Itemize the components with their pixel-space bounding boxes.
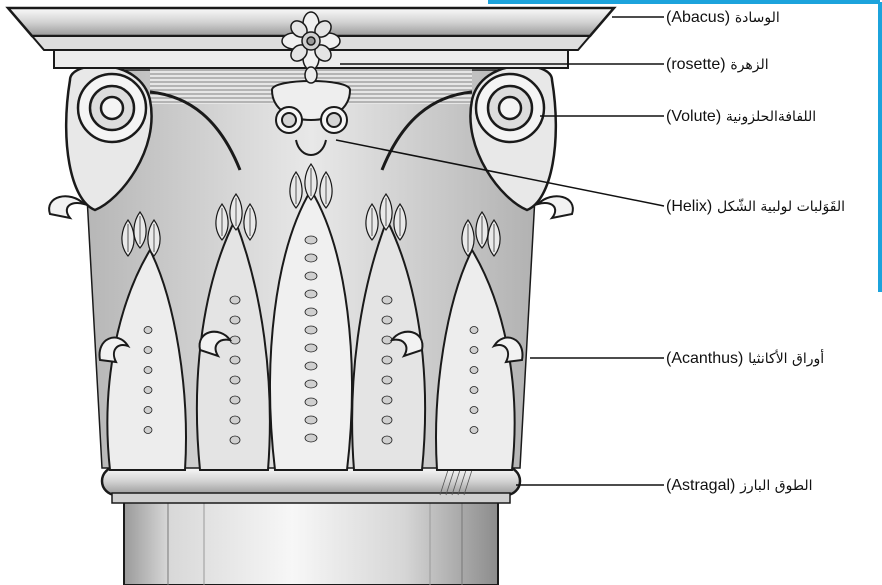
label-helix-ar: القَوَلبات لولبية الشّكل (717, 199, 845, 215)
label-rosette: (rosette) الزهرة (666, 55, 769, 74)
label-helix-en: (Helix) (666, 198, 712, 215)
label-acanthus-en: (Acanthus) (666, 350, 743, 367)
column-shaft (124, 500, 498, 585)
label-abacus-ar: الوسادة (735, 10, 780, 26)
label-volute-en: (Volute) (666, 108, 721, 125)
label-astragal: (Astragal) الطوق البارز (666, 476, 813, 495)
label-volute-ar: اللفافةالحلزونية (726, 109, 816, 125)
label-rosette-en: (rosette) (666, 56, 726, 73)
label-rosette-ar: الزهرة (730, 57, 768, 73)
astragal-ring (102, 467, 520, 503)
label-acanthus-ar: أوراق الأكانثيا (748, 351, 824, 367)
label-abacus: (Abacus) الوسادة (666, 8, 780, 27)
label-astragal-en: (Astragal) (666, 477, 735, 494)
label-astragal-ar: الطوق البارز (740, 478, 812, 494)
label-helix: (Helix) القَوَلبات لولبية الشّكل (666, 197, 845, 216)
label-abacus-en: (Abacus) (666, 9, 730, 26)
label-acanthus: (Acanthus) أوراق الأكانثيا (666, 349, 824, 368)
label-volute: (Volute) اللفافةالحلزونية (666, 107, 816, 126)
